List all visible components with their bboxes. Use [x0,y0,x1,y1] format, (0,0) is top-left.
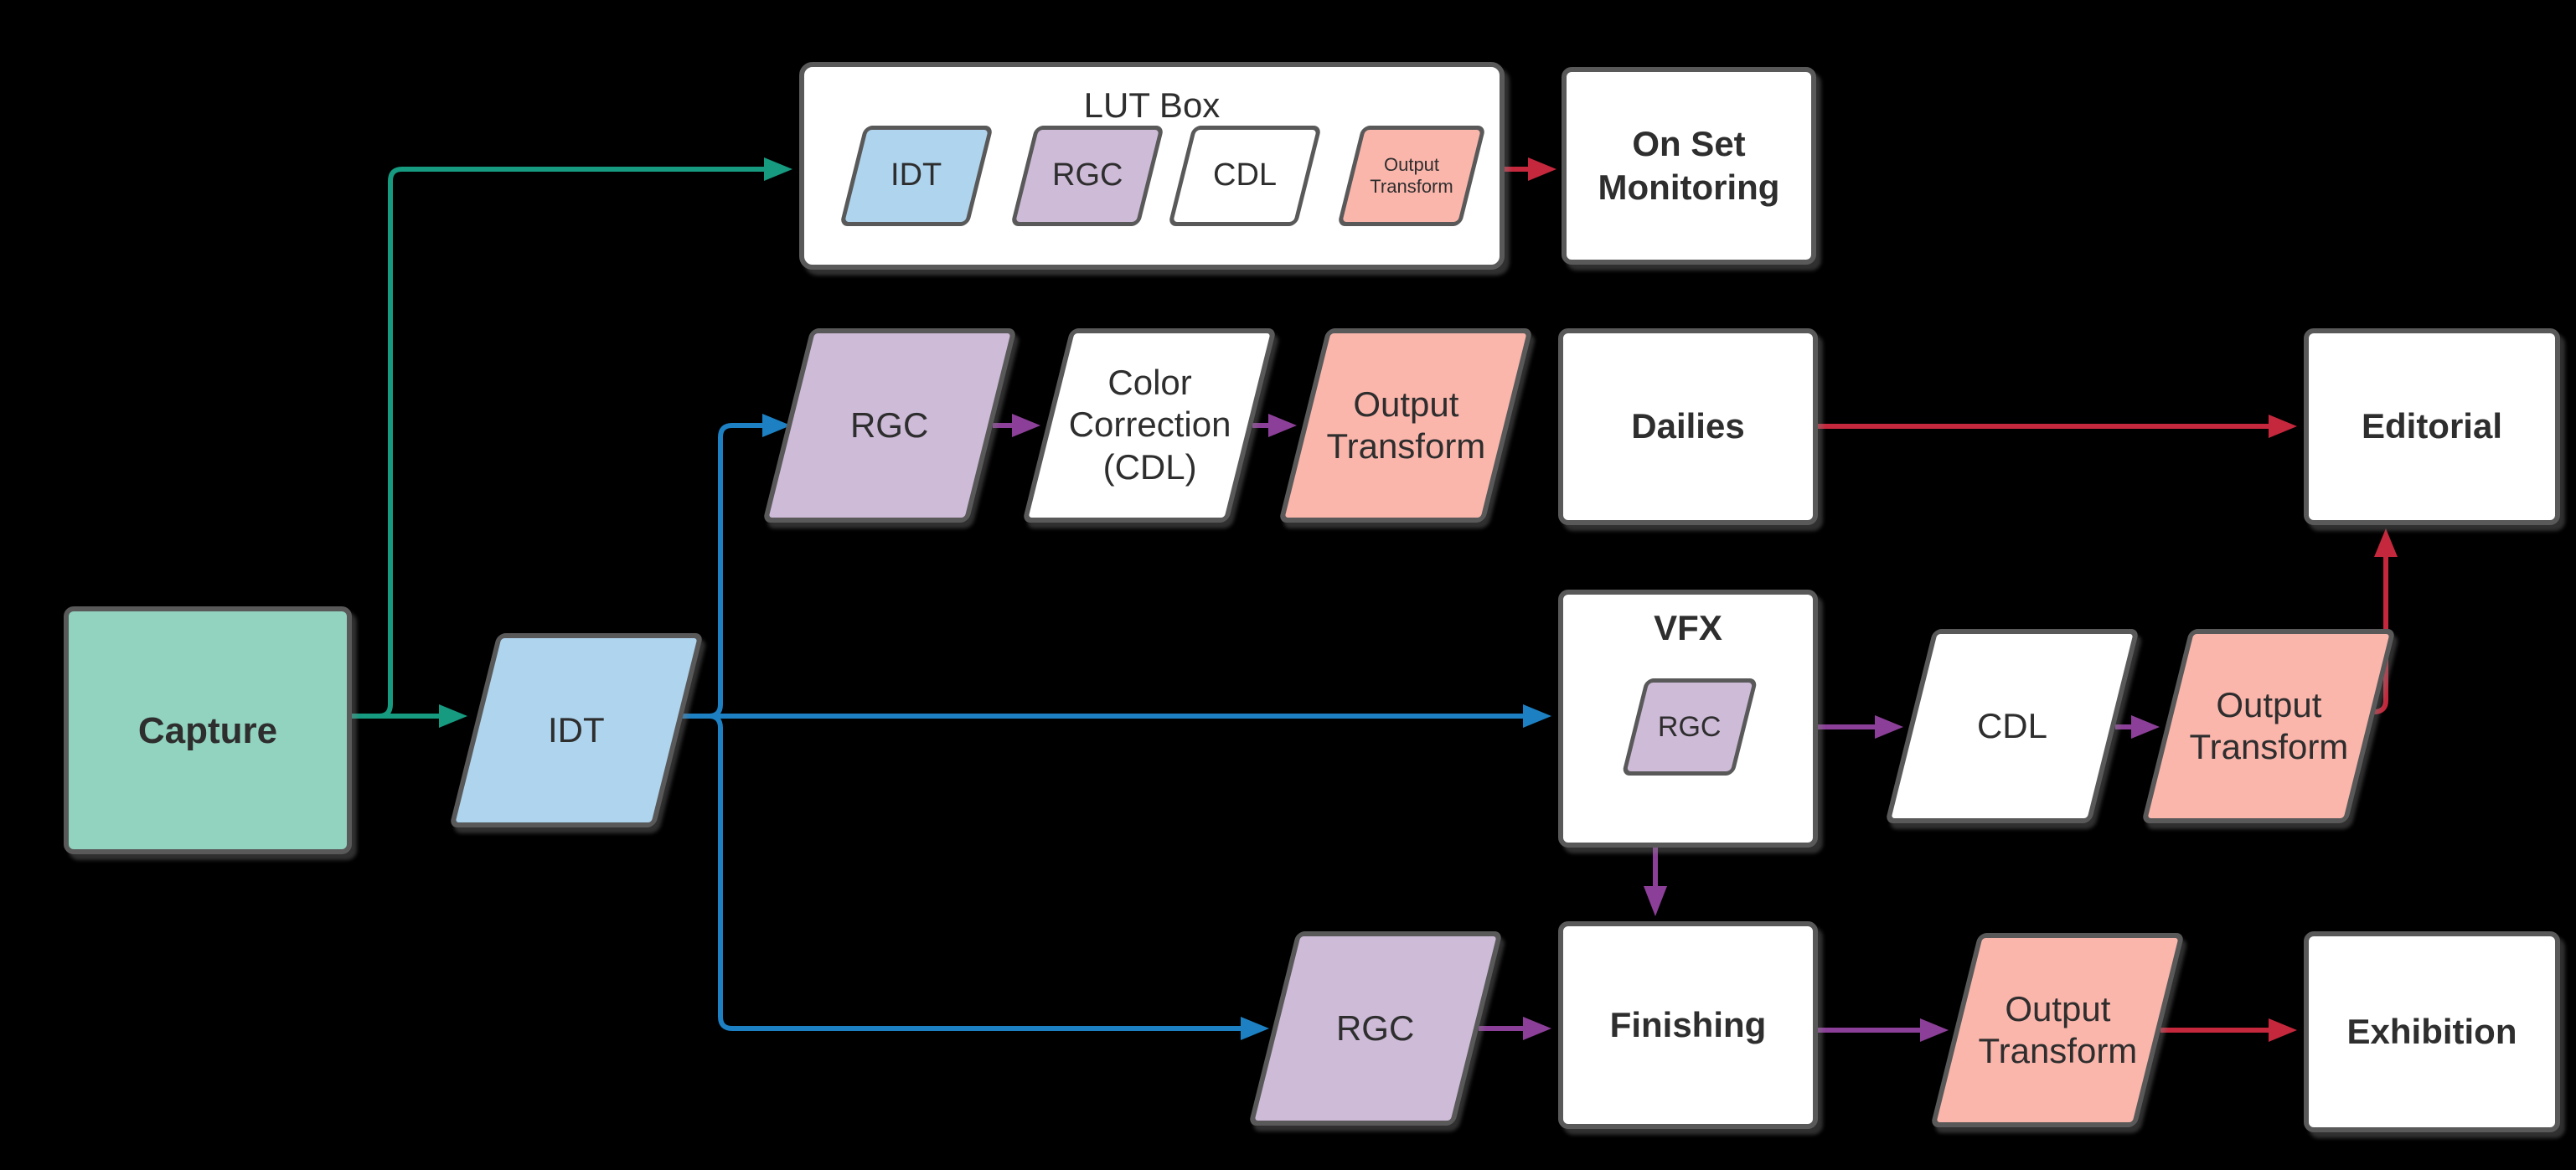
exhibition-label: Exhibition [2346,1011,2517,1051]
edge-idt-to-rgc-dailies [708,423,762,719]
lut-item-cdl: CDL [1168,126,1322,226]
arrowhead-idt-to-vfx [1523,704,1551,728]
vfx-title: VFX [1654,608,1722,647]
lut-item-rgc: RGC [1010,126,1164,226]
output-transform-finishing-label: Output Transform [1978,988,2137,1070]
lut-item-idt: IDT [839,126,994,226]
node-editorial: Editorial [2304,328,2560,525]
arrowhead-ot-finishing-to-exhibition [2269,1018,2297,1042]
node-exhibition: Exhibition [2304,931,2560,1132]
rgc-finishing-label: RGC [1336,1008,1415,1048]
arrowhead-lutbox-to-onset [1528,157,1556,181]
arrowhead-idt-to-rgc-dailies [762,414,791,437]
capture-label: Capture [137,709,278,751]
lut-idt-label: IDT [891,157,942,193]
lut-output-transform-label: Output Transform [1370,154,1453,197]
cdl-vfx-label: CDL [1976,705,2048,745]
edge-capture-to-lutbox [378,167,764,719]
arrowhead-cc-to-ot-dailies [1268,414,1297,437]
arrowhead-cdl-to-ot-vfx [2131,715,2160,739]
output-transform-dailies-label: Output Transform [1326,384,1485,466]
on-set-monitoring-label: On Set Monitoring [1598,123,1780,208]
arrowhead-rgc-finishing-to-finishing [1523,1017,1551,1040]
vfx-rgc-label: RGC [1658,710,1722,743]
lut-cdl-label: CDL [1212,157,1278,193]
arrowhead-finishing-to-ot-finishing [1920,1018,1949,1042]
arrowhead-vfx-to-finishing [1644,886,1667,916]
editorial-label: Editorial [2361,406,2503,446]
rgc-dailies-label: RGC [850,405,929,445]
arrowhead-idt-to-rgc-finishing [1241,1017,1269,1040]
idt-label: IDT [548,709,605,750]
node-vfx: VFX RGC [1558,590,1818,848]
output-transform-vfx-label: Output Transform [2189,684,2348,766]
node-on-set-monitoring: On Set Monitoring [1562,67,1816,265]
arrowhead-rgc-dailies-to-cc [1012,414,1040,437]
arrowhead-dailies-to-editorial [2269,415,2297,438]
arrowhead-capture-to-idt [439,704,467,728]
finishing-label: Finishing [1609,1004,1767,1044]
arrowhead-capture-to-lutbox [764,157,792,181]
lut-box-title: LUT Box [1083,85,1221,125]
color-correction-label: Color Correction (CDL) [1068,363,1231,487]
node-capture: Capture [64,606,352,854]
node-dailies: Dailies [1558,328,1818,525]
edge-idt-to-rgc-finishing [708,714,1241,1031]
arrowhead-ot-vfx-to-editorial [2374,528,2398,557]
dailies-label: Dailies [1631,406,1745,446]
lut-box: LUT Box IDT RGC CDL Output Transform [799,62,1505,270]
lut-rgc-label: RGC [1051,157,1123,193]
node-finishing: Finishing [1558,921,1818,1129]
lut-item-output-transform: Output Transform [1337,126,1486,226]
vfx-inner-rgc: RGC [1621,678,1758,776]
arrowhead-vfx-to-cdl [1875,715,1903,739]
